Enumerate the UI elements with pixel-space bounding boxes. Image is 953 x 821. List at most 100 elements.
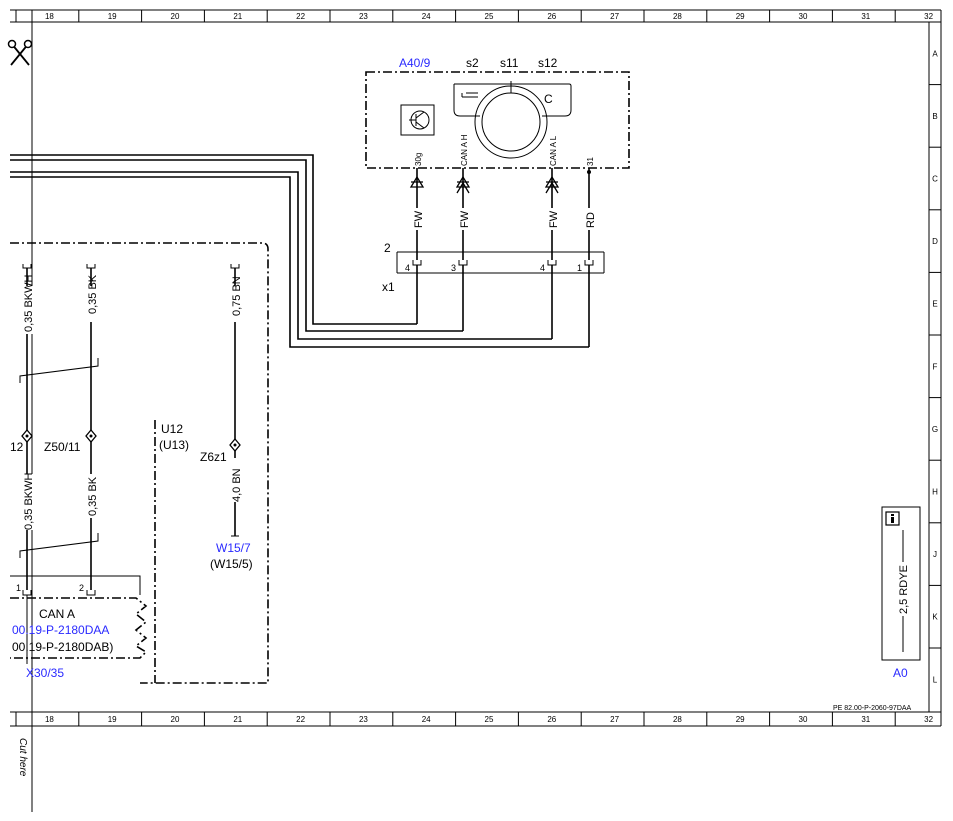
knob-label: C bbox=[544, 92, 553, 106]
grid-column-label: 18 bbox=[45, 715, 54, 724]
legend-name: A0 bbox=[893, 666, 908, 680]
grid-row-label: B bbox=[932, 112, 937, 121]
unit-name: U12 bbox=[161, 422, 183, 436]
wire-color-pin3: FW bbox=[548, 210, 560, 228]
wire-label-left-mid3: 4,0 BN bbox=[231, 468, 243, 502]
grid-column-label: 32 bbox=[924, 12, 933, 21]
grid-column-label: 32 bbox=[924, 715, 933, 724]
grid-row-label: K bbox=[932, 613, 938, 622]
grid-column-label: 23 bbox=[359, 12, 368, 21]
unit-alt-name: (U13) bbox=[159, 438, 189, 452]
connector-pin: 4 bbox=[405, 263, 410, 273]
grid-column-label: 30 bbox=[799, 12, 808, 21]
grid-column-label: 25 bbox=[485, 12, 494, 21]
grid-column-label: 31 bbox=[861, 12, 870, 21]
wire-label-left-top2: 0,35 BK bbox=[87, 274, 99, 314]
splice-label-12: 12 bbox=[10, 440, 24, 454]
grid-column-label: 26 bbox=[547, 12, 556, 21]
connector-name: x1 bbox=[382, 280, 395, 294]
grid-column-label: 31 bbox=[861, 715, 870, 724]
grid-row-label: D bbox=[932, 237, 938, 246]
grid-column-label: 21 bbox=[233, 715, 242, 724]
bottom-connector-pin: 2 bbox=[79, 583, 84, 593]
legend-a0: 2,5 RDYE A0 bbox=[881, 506, 921, 680]
pin-wires bbox=[416, 168, 590, 260]
grid-column-label: 27 bbox=[610, 12, 619, 21]
grid-column-label: 19 bbox=[108, 715, 117, 724]
connector-pin: 4 bbox=[540, 263, 545, 273]
wire-color-pin1: FW bbox=[413, 210, 425, 228]
wire-bundle bbox=[10, 154, 590, 348]
ground-alt-name: (W15/5) bbox=[210, 557, 253, 571]
plug-symbols bbox=[409, 170, 591, 194]
grid-column-label: 29 bbox=[736, 12, 745, 21]
grid-row-label: J bbox=[933, 550, 937, 559]
pin-label-can-h: CAN A H bbox=[460, 134, 469, 166]
wire-label-left-top1: 0,35 BKWH bbox=[23, 274, 35, 332]
component-name: A40/9 bbox=[399, 56, 431, 70]
grid-column-label: 29 bbox=[736, 715, 745, 724]
switch-label-s11: s11 bbox=[500, 56, 519, 70]
legend-wire-label: 2,5 RDYE bbox=[898, 565, 910, 614]
grid-column-label: 25 bbox=[485, 715, 494, 724]
component-a40-9: A40/9 s2 s11 s12 C 30g CA bbox=[365, 56, 630, 169]
grid-row-label: F bbox=[933, 362, 938, 371]
grid-row-label: C bbox=[932, 175, 938, 184]
sheet-frame bbox=[10, 9, 942, 812]
wire-label-left-mid2: 0,35 BK bbox=[87, 476, 99, 516]
connector-x30-35: X30/35 bbox=[26, 666, 64, 680]
grid-row-label: H bbox=[932, 488, 938, 497]
connector-pin: 1 bbox=[577, 263, 582, 273]
grid-row-label: E bbox=[932, 300, 937, 309]
connector-number: 2 bbox=[384, 241, 391, 255]
connector-x1: 2 x1 4 3 4 1 bbox=[382, 241, 605, 294]
grid-row-label: A bbox=[932, 49, 938, 58]
can-label: CAN A bbox=[39, 607, 75, 621]
grid-column-label: 22 bbox=[296, 12, 305, 21]
transistor-icon bbox=[400, 104, 435, 136]
wire-label-left-mid1: 0,35 BKWH bbox=[23, 472, 35, 530]
grid-column-label: 28 bbox=[673, 12, 682, 21]
info-icon bbox=[885, 511, 900, 526]
scissors-icon bbox=[7, 39, 33, 66]
pin-label-can-l: CAN A L bbox=[549, 135, 558, 166]
grid-column-label: 19 bbox=[108, 12, 117, 21]
can-ref-1: 00.19-P-2180DAA bbox=[12, 623, 109, 637]
grid-column-label: 28 bbox=[673, 715, 682, 724]
grid-column-label: 24 bbox=[422, 12, 431, 21]
grid-column-label: 27 bbox=[610, 715, 619, 724]
ground-name: W15/7 bbox=[216, 541, 251, 555]
rotary-switch-icon: C bbox=[453, 81, 572, 159]
grid-column-label: 26 bbox=[547, 715, 556, 724]
switch-label-s2: s2 bbox=[466, 56, 479, 70]
wire-label-left-top3: 0,75 BN bbox=[231, 276, 243, 316]
grid-column-label: 30 bbox=[799, 715, 808, 724]
pin-label-31: 31 bbox=[586, 157, 595, 166]
grid-column-label: 22 bbox=[296, 715, 305, 724]
connector-pin: 3 bbox=[451, 263, 456, 273]
grid-column-label: 21 bbox=[233, 12, 242, 21]
left-wires bbox=[19, 264, 241, 590]
left-dashed-enclosure bbox=[10, 242, 269, 684]
grid-column-label: 20 bbox=[171, 715, 180, 724]
bottom-connector: 1 2 bbox=[10, 575, 148, 664]
switch-label-s12: s12 bbox=[538, 56, 558, 70]
grid-row-markers: A B C D E F G H J K L bbox=[929, 49, 941, 684]
splice-label-z6z1: Z6z1 bbox=[200, 450, 227, 464]
pin-label-30g: 30g bbox=[414, 153, 423, 166]
can-ref-2: 00.19-P-2180DAB) bbox=[12, 640, 113, 654]
grid-row-label: G bbox=[932, 425, 938, 434]
grid-column-label: 18 bbox=[45, 12, 54, 21]
arrow-left-icon bbox=[461, 92, 478, 98]
grid-column-label: 20 bbox=[171, 12, 180, 21]
bottom-connector-pin: 1 bbox=[16, 583, 21, 593]
cut-here-label: Cut here bbox=[17, 738, 28, 777]
grid-column-label: 23 bbox=[359, 715, 368, 724]
grid-column-markers: 1818191920202121222223232424252526262727… bbox=[15, 10, 934, 726]
wire-color-pin4: RD bbox=[585, 212, 597, 228]
splice-label-z50: Z50/11 bbox=[44, 440, 81, 454]
grid-column-label: 24 bbox=[422, 715, 431, 724]
grid-row-label: L bbox=[933, 675, 938, 684]
wire-color-pin2: FW bbox=[459, 210, 471, 228]
